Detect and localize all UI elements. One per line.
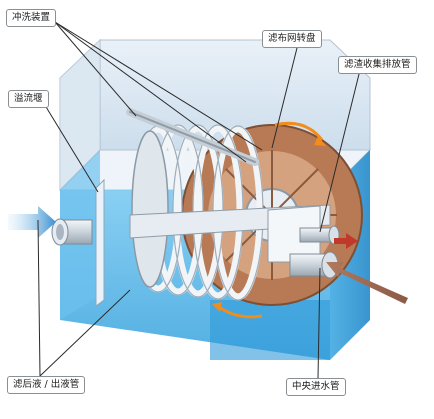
label-overflow-weir: 溢流堰 [8, 90, 49, 108]
leader-lines [37, 21, 361, 379]
label-residue-pipe: 滤渣收集排放管 [338, 56, 417, 74]
residue-outlet-pipe [299, 225, 340, 245]
label-flushing-device: 冲洗装置 [6, 9, 57, 27]
rotate-arc-icon [274, 121, 326, 146]
label-central-inlet-pipe: 中央进水管 [286, 378, 346, 396]
overflow-weir [95, 178, 105, 307]
label-filtrate-outlet-pipe: 滤后液 / 出液管 [7, 376, 86, 394]
filtrate-outlet-pipe [51, 218, 93, 246]
label-filter-cloth-disc: 滤布网转盘 [262, 30, 322, 48]
arrow-left-icon [326, 262, 408, 304]
rotate-arc-icon [212, 302, 263, 319]
arrow-right-icon [8, 206, 56, 238]
residue-trough [129, 204, 331, 263]
arrow-right-icon [334, 233, 358, 249]
